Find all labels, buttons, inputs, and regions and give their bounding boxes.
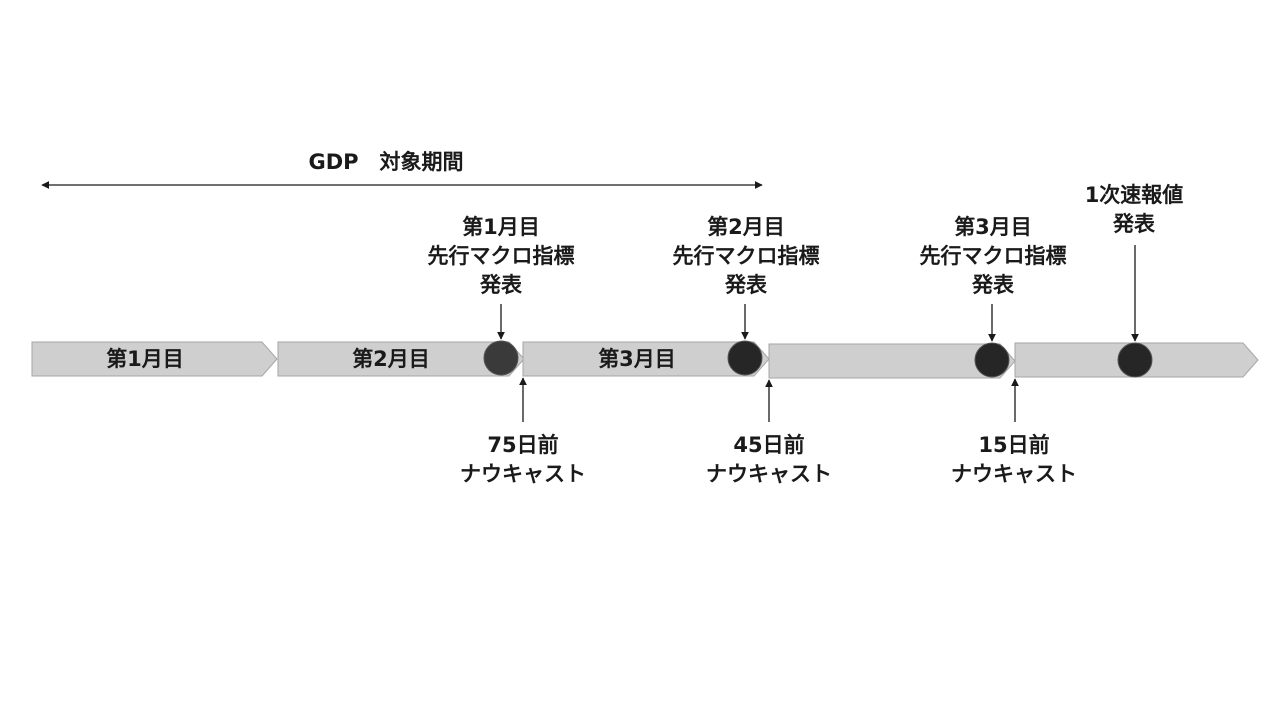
announcement-line: 1次速報値: [1084, 183, 1184, 207]
period-title-text: GDP 対象期間: [308, 150, 464, 174]
nowcast-75-days: 75日前 ナウキャスト: [423, 431, 623, 489]
announcement-line: 先行マクロ指標: [427, 244, 575, 268]
timeline-segment-month-2: [277, 341, 525, 377]
nowcast-15-days: 15日前 ナウキャスト: [914, 431, 1114, 489]
period-title: GDP 対象期間: [286, 148, 486, 177]
nowcast-line: ナウキャスト: [706, 462, 832, 486]
announcement-line: 第2月目: [707, 215, 785, 239]
event-dot-first-estimate: [1117, 342, 1153, 378]
nowcast-line: ナウキャスト: [460, 462, 586, 486]
announcement-line: 発表: [725, 273, 767, 297]
announcement-first-estimate: 1次速報値 発表: [1054, 181, 1214, 239]
announcement-indicator-month-3: 第3月目 先行マクロ指標 発表: [893, 213, 1093, 300]
announcement-indicator-month-2: 第2月目 先行マクロ指標 発表: [646, 213, 846, 300]
segment-label-month-3: 第3月目: [598, 347, 676, 371]
nowcast-line: 45日前: [733, 433, 805, 457]
event-dot-indicator-month-1: [483, 340, 519, 376]
segment-label-month-2: 第2月目: [352, 347, 430, 371]
nowcast-line: 15日前: [978, 433, 1050, 457]
nowcast-45-days: 45日前 ナウキャスト: [669, 431, 869, 489]
announcement-line: 発表: [1113, 212, 1155, 236]
nowcast-line: ナウキャスト: [951, 462, 1077, 486]
announcement-line: 発表: [480, 273, 522, 297]
announcement-line: 第1月目: [462, 215, 540, 239]
timeline-segment-month-3: [522, 341, 770, 377]
announcement-indicator-month-1: 第1月目 先行マクロ指標 発表: [401, 213, 601, 300]
segment-label-month-1: 第1月目: [106, 347, 184, 371]
nowcast-line: 75日前: [487, 433, 559, 457]
timeline-segment-after-1: [768, 343, 1016, 379]
announcement-line: 先行マクロ指標: [919, 244, 1067, 268]
timeline-segment-month-1: [31, 341, 278, 377]
announcement-line: 先行マクロ指標: [672, 244, 820, 268]
event-dot-indicator-month-2: [727, 340, 763, 376]
announcement-line: 第3月目: [954, 215, 1032, 239]
event-dot-indicator-month-3: [974, 342, 1010, 378]
announcement-line: 発表: [972, 273, 1014, 297]
